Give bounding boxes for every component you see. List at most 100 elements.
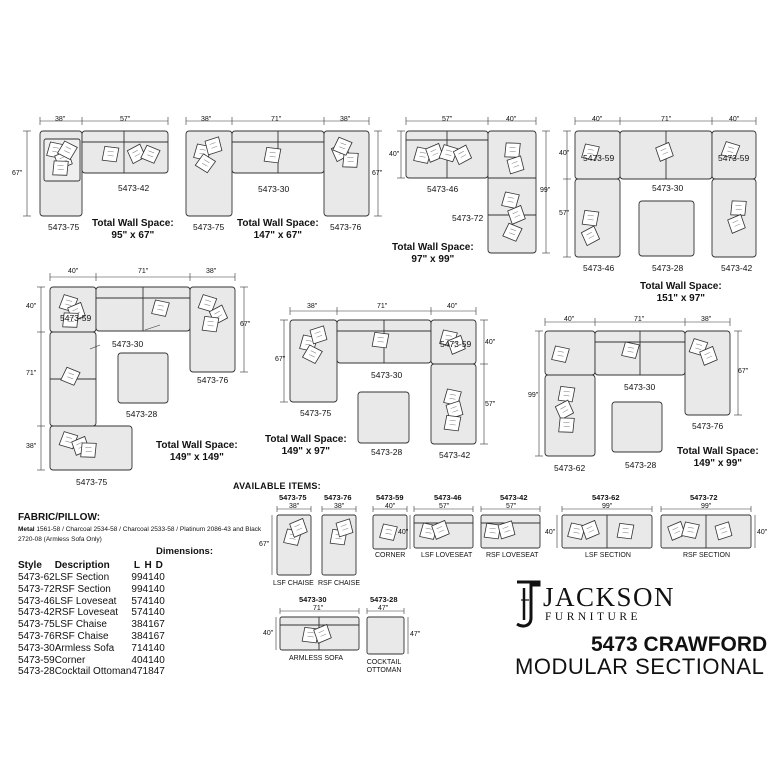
item-5473-59-dim: 40" (385, 503, 396, 510)
item-5473-62-dim: 99" (602, 503, 613, 510)
d6-wall-space: Total Wall Space:149" x 97" (265, 434, 347, 457)
d6-dim-71: 71" (377, 303, 388, 310)
item-5473-76-name: RSF CHAISE (318, 580, 361, 587)
d2-dim-67: 67" (372, 170, 383, 177)
item-5473-42-name: RSF LOVESEAT (486, 552, 539, 559)
d5-dim-71a: 71" (138, 268, 149, 275)
d1-dim-57: 57" (120, 116, 131, 123)
d6-piece-5473-42: 5473-42 (439, 450, 471, 460)
jackson-monogram-icon (516, 580, 541, 628)
item-5473-30-dim: 71" (313, 605, 324, 612)
item-5473-28-name: COCKTAIL OTTOMAN (366, 659, 402, 674)
item-5473-76-code: 5473-76 (324, 493, 352, 502)
d1-dim-67: 67" (12, 170, 23, 177)
item-5473-30-name: ARMLESS SOFA (289, 655, 344, 662)
d4-dim-40b: 40" (729, 116, 740, 123)
d7-piece-5473-30: 5473-30 (624, 382, 656, 392)
d6-piece-5473-28: 5473-28 (371, 447, 403, 457)
model-title: 5473 CRAWFORD (591, 633, 768, 656)
d5-dim-38b: 38" (26, 443, 37, 450)
item-5473-59-code: 5473-59 (376, 493, 404, 502)
dimension-lines (23, 117, 757, 654)
d4-dim-40a: 40" (592, 116, 603, 123)
d5-piece-5473-28: 5473-28 (126, 409, 158, 419)
d5-dim-38a: 38" (206, 268, 217, 275)
d7-dim-40: 40" (564, 316, 575, 323)
d3-piece-5473-46: 5473-46 (427, 184, 459, 194)
d1-piece-5473-75: 5473-75 (48, 222, 80, 232)
d4-piece-5473-59b: 5473-59 (718, 153, 750, 163)
d4-piece-5473-59a: 5473-59 (583, 153, 615, 163)
diagram-3 (405, 130, 537, 254)
d3-dim-40b: 40" (389, 151, 400, 158)
d6-dim-40b: 40" (485, 339, 496, 346)
d5-dim-40b: 40" (26, 303, 37, 310)
d4-piece-5473-42: 5473-42 (721, 263, 753, 273)
item-5473-72-dim: 99" (701, 503, 712, 510)
d2-dim-71: 71" (271, 116, 282, 123)
d2-dim-38a: 38" (201, 116, 212, 123)
d5-piece-5473-30: 5473-30 (112, 339, 144, 349)
item-loveseat-side: 40" (545, 529, 556, 536)
d2-piece-5473-76: 5473-76 (330, 222, 362, 232)
d4-dim-40c: 40" (559, 150, 570, 157)
d6-piece-5473-75: 5473-75 (300, 408, 332, 418)
d5-piece-5473-75: 5473-75 (76, 477, 108, 487)
item-5473-62-code: 5473-62 (592, 493, 620, 502)
d4-dim-71: 71" (661, 116, 672, 123)
d3-dim-99: 99" (540, 187, 551, 194)
d7-piece-5473-28: 5473-28 (625, 460, 657, 470)
d4-dim-57: 57" (559, 210, 570, 217)
d6-dim-67: 67" (275, 356, 286, 363)
item-5473-42-dim: 57" (506, 503, 517, 510)
d4-wall-space: Total Wall Space:151" x 97" (640, 281, 722, 304)
item-5473-46-name: LSF LOVESEAT (421, 552, 473, 559)
d4-piece-5473-46: 5473-46 (583, 263, 615, 273)
item-5473-30-side: 40" (263, 630, 274, 637)
item-5473-28-dim: 47" (378, 605, 389, 612)
d7-wall-space: Total Wall Space:149" x 99" (677, 446, 759, 469)
model-subtitle: MODULAR SECTIONAL (515, 654, 765, 679)
d1-piece-5473-42: 5473-42 (118, 183, 150, 193)
d3-dim-57: 57" (442, 116, 453, 123)
item-5473-46-code: 5473-46 (434, 493, 462, 502)
item-5473-75-side: 67" (259, 541, 270, 548)
d3-wall-space: Total Wall Space:97" x 99" (392, 242, 474, 265)
d3-dim-40a: 40" (506, 116, 517, 123)
d5-dim-71b: 71" (26, 370, 37, 377)
item-5473-28-code: 5473-28 (370, 595, 398, 604)
d7-dim-38: 38" (701, 316, 712, 323)
item-5473-75-code: 5473-75 (279, 493, 307, 502)
d1-wall-space: Total Wall Space:95" x 67" (92, 218, 174, 241)
d6-piece-5473-59: 5473-59 (440, 339, 472, 349)
item-5473-30-code: 5473-30 (299, 595, 327, 604)
item-5473-72-side: 40" (757, 529, 768, 536)
d2-piece-5473-30: 5473-30 (258, 184, 290, 194)
d7-dim-67: 67" (738, 368, 749, 375)
d6-dim-57: 57" (485, 401, 496, 408)
d5-piece-5473-76: 5473-76 (197, 375, 229, 385)
brand-sub: FURNITURE (545, 611, 642, 623)
d7-dim-99: 99" (528, 392, 539, 399)
item-5473-72-code: 5473-72 (690, 493, 718, 502)
item-5473-75-dim: 38" (289, 503, 300, 510)
available-items-title: AVAILABLE ITEMS: (233, 481, 321, 491)
item-5473-75-name: LSF CHAISE (273, 580, 314, 587)
d2-piece-5473-75: 5473-75 (193, 222, 225, 232)
d2-wall-space: Total Wall Space:147" x 67" (237, 218, 319, 241)
d4-piece-5473-28: 5473-28 (652, 263, 684, 273)
dimensions-label: Dimensions: (156, 546, 214, 557)
fabric-text: Metal 1561-58 / Charcoal 2534-58 / Charc… (18, 526, 262, 543)
item-5473-59-name: CORNER (375, 552, 406, 559)
d7-piece-5473-76: 5473-76 (692, 421, 724, 431)
item-5473-62-name: LSF SECTION (585, 552, 631, 559)
